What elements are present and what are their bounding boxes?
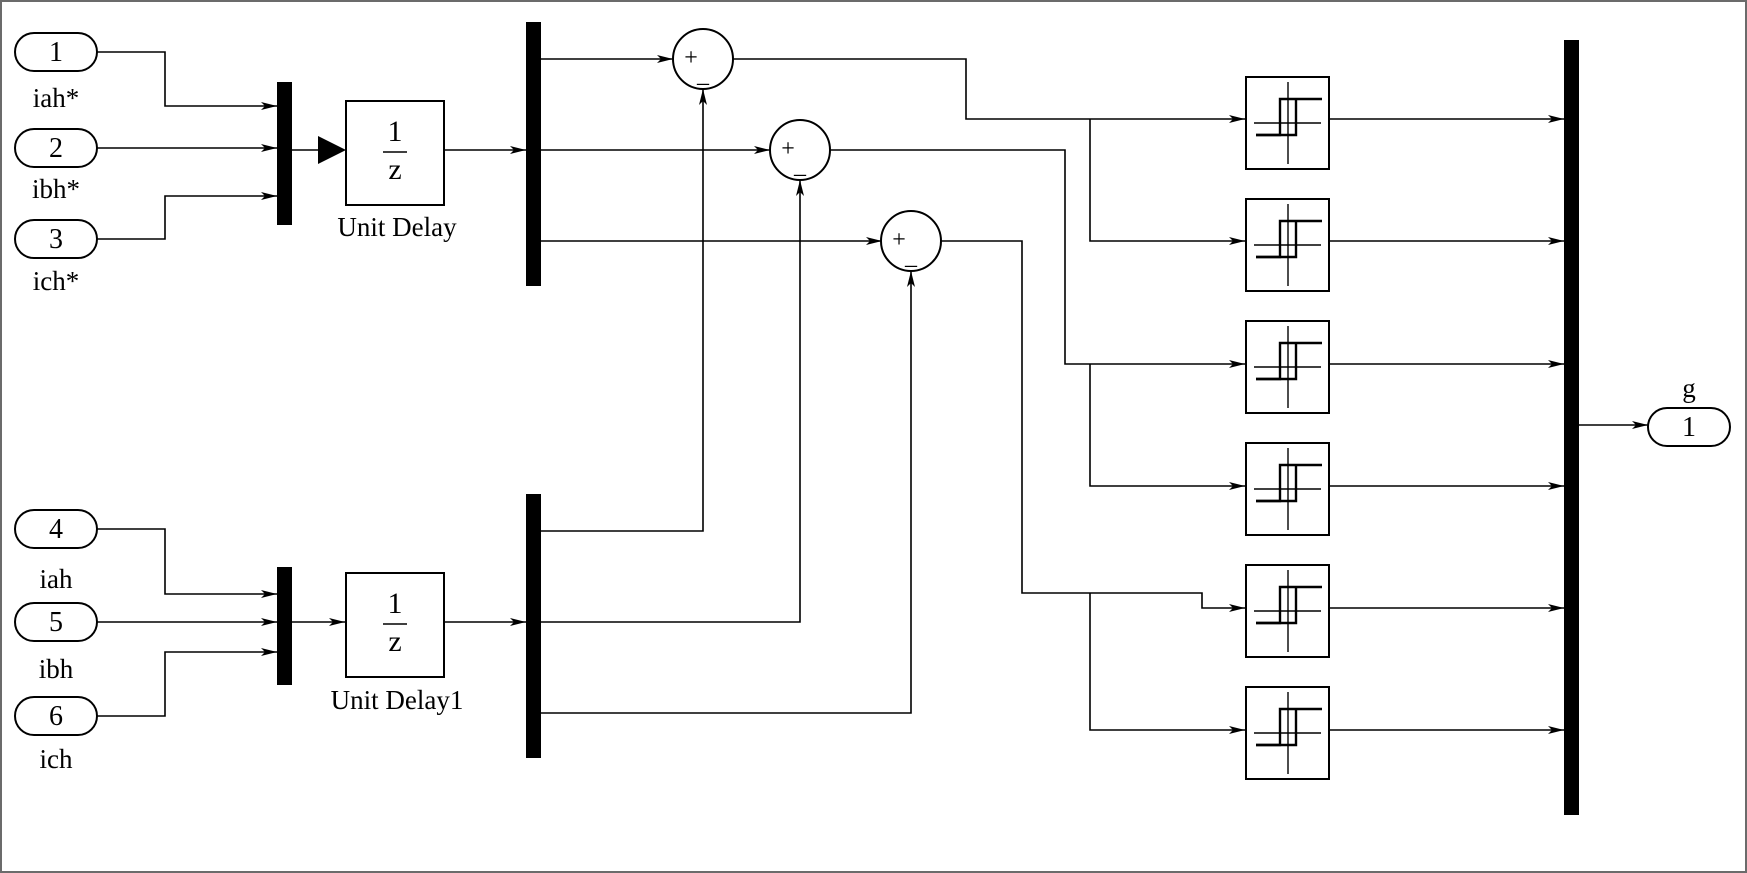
wires-relays-to-mux [1329,115,1564,734]
sum-a-minus: _ [696,62,710,88]
relay-4[interactable] [1245,442,1330,536]
inport-5[interactable]: 5 ibh [14,602,98,684]
outport-number: 1 [1682,412,1696,443]
sum-b[interactable]: + _ [769,119,831,181]
unit-delay-1-numerator: 1 [388,587,403,620]
inport-2-number: 2 [49,133,63,164]
relay-2[interactable] [1245,198,1330,292]
unit-delay-label: Unit Delay [337,212,457,242]
wires-delay-to-demux [444,146,526,626]
wires-sums-to-relays [733,58,1245,734]
sum-b-minus: _ [793,153,807,179]
hysteresis-relay-icon [1254,326,1322,408]
inport-4-number: 4 [49,514,63,545]
inport-4-label: iah [40,564,73,594]
wires-mux-to-delay [292,149,345,626]
mux-top[interactable] [277,82,292,225]
sum-c-minus: _ [904,244,918,270]
inport-1-label: iah* [33,83,80,113]
inport-3-label: ich* [33,266,80,296]
inport-6-label: ich [40,744,73,774]
inport-4[interactable]: 4 iah [14,509,98,594]
sum-a[interactable]: + _ [672,28,734,90]
sum-a-plus: + [684,45,698,71]
sum-c[interactable]: + _ [880,210,942,272]
hysteresis-relay-icon [1254,570,1322,652]
filled-arrow-icon [318,136,346,164]
inport-3[interactable]: 3 ich* [14,219,98,296]
hysteresis-relay-icon [1254,692,1322,774]
unit-delay-denominator: z [388,153,401,186]
inport-6-number: 6 [49,701,63,732]
mux-bottom[interactable] [277,567,292,685]
relay-6[interactable] [1245,686,1330,780]
inport-5-number: 5 [49,607,63,638]
inport-3-number: 3 [49,224,63,255]
demux-bottom[interactable] [526,494,541,758]
inport-1-number: 1 [49,37,63,68]
wires-inports-to-mux [97,51,277,717]
unit-delay-1-denominator: z [388,625,401,658]
relay-5[interactable] [1245,564,1330,658]
sum-c-plus: + [892,227,906,253]
mux-output[interactable] [1564,40,1579,815]
sum-b-plus: + [781,136,795,162]
inport-1[interactable]: 1 iah* [14,32,98,113]
hysteresis-relay-icon [1254,82,1322,164]
hysteresis-relay-icon [1254,204,1322,286]
wires-measured-to-sums [541,89,915,714]
unit-delay[interactable]: 1 z Unit Delay [337,100,457,242]
unit-delay-numerator: 1 [388,115,403,148]
relay-1[interactable] [1245,76,1330,170]
inport-2[interactable]: 2 ibh* [14,128,98,204]
demux-top[interactable] [526,22,541,286]
inport-2-label: ibh* [32,174,80,204]
outport-g[interactable]: 1 g [1647,373,1731,447]
inport-5-label: ibh [39,654,74,684]
inport-6[interactable]: 6 ich [14,696,98,774]
outport-label: g [1682,373,1696,403]
hysteresis-relay-icon [1254,448,1322,530]
unit-delay-1-label: Unit Delay1 [331,685,464,715]
relay-3[interactable] [1245,320,1330,414]
unit-delay-1[interactable]: 1 z Unit Delay1 [331,572,464,715]
wires-reference-to-sums [541,55,882,245]
